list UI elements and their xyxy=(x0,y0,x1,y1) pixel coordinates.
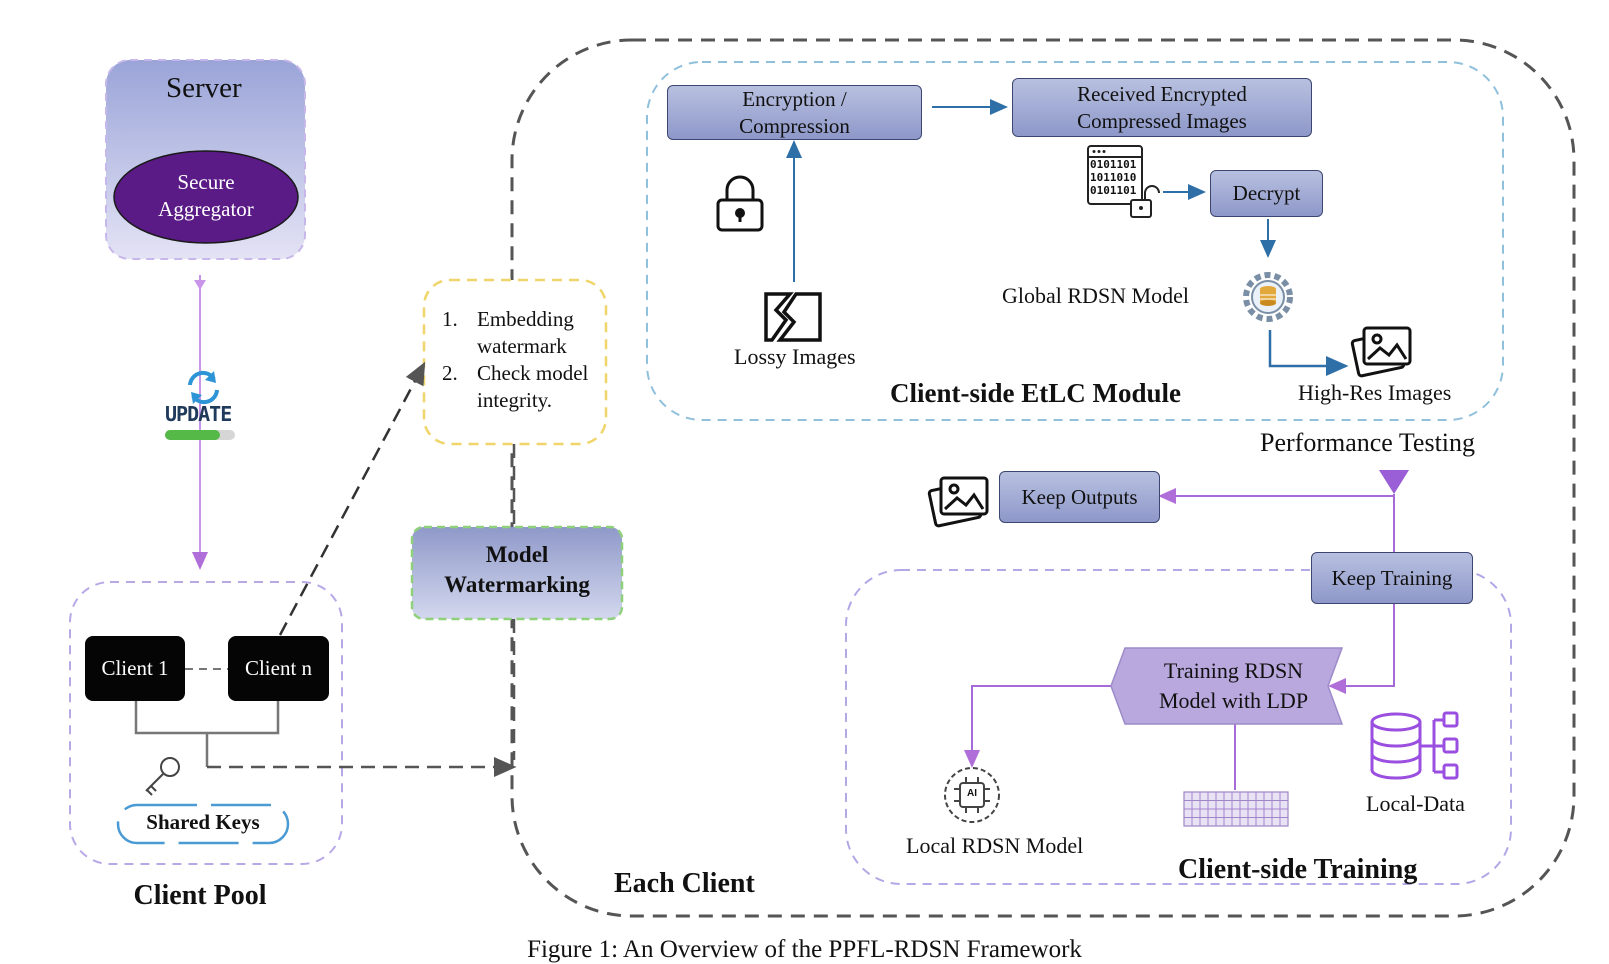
training-rdsn-line-1: Training RDSN xyxy=(1163,658,1304,683)
ldp-grid-lines xyxy=(1184,792,1288,826)
each-client-region xyxy=(510,38,1576,918)
client-training-title: Client-side Training xyxy=(1178,854,1418,885)
client-pool-region xyxy=(69,581,343,865)
performance-testing-marker xyxy=(1379,470,1409,494)
client-n-box: Client n xyxy=(228,636,329,701)
decrypt-box: Decrypt xyxy=(1210,170,1323,217)
encrypted-file-icon xyxy=(1087,145,1160,218)
update-icon xyxy=(165,370,235,440)
server-title: Server xyxy=(166,72,242,104)
keep-training-to-training xyxy=(1328,604,1395,694)
training-region xyxy=(845,569,1512,885)
shared-keys-label: Shared Keys xyxy=(146,810,260,834)
model-watermarking-line-2: Watermarking xyxy=(444,572,590,597)
client-pool-title: Client Pool xyxy=(133,880,267,911)
training-rdsn-line-2: Model with LDP xyxy=(1158,688,1309,713)
secure-aggregator-ellipse xyxy=(113,150,299,244)
global-model-gear-icon xyxy=(1243,272,1293,322)
note-item-2-number: 2. xyxy=(442,361,458,385)
lossy-images-label: Lossy Images xyxy=(734,344,856,369)
encryption-line-2: Compression xyxy=(739,113,850,138)
etlc-region xyxy=(646,61,1504,421)
received-line-2: Compressed Images xyxy=(1077,108,1247,133)
lossy-image-icon xyxy=(764,292,822,342)
binary-line-3: 0101101 xyxy=(1090,184,1137,197)
high-res-images-label: High-Res Images xyxy=(1298,380,1452,405)
keep-training-box: Keep Training xyxy=(1311,552,1473,604)
local-data-label: Local-Data xyxy=(1366,791,1465,816)
model-watermarking-box xyxy=(410,525,624,621)
encryption-line-1: Encryption / xyxy=(742,86,847,111)
binary-line-1: 0101101 xyxy=(1090,158,1137,171)
client-1-box: Client 1 xyxy=(85,636,185,701)
keep-outputs-box: Keep Outputs xyxy=(999,471,1160,523)
key-icon xyxy=(145,757,180,796)
server-link-arrowhead xyxy=(194,280,206,290)
high-res-image-icon xyxy=(1350,326,1412,378)
global-model-label: Global RDSN Model xyxy=(1002,283,1189,308)
aggregator-line-1: Secure xyxy=(177,170,235,194)
update-label: UPDATE xyxy=(165,402,232,426)
received-line-1: Received Encrypted xyxy=(1077,81,1247,106)
binary-line-2: 1011010 xyxy=(1090,171,1137,184)
lock-icon xyxy=(716,175,764,232)
local-model-brain-icon xyxy=(944,767,1000,823)
training-rdsn-shape xyxy=(1110,647,1344,725)
encryption-compression-box: Encryption / Compression xyxy=(667,85,922,140)
received-images-box: Received Encrypted Compressed Images xyxy=(1012,78,1312,137)
each-client-title: Each Client xyxy=(614,868,755,899)
model-watermarking-line-1: Model xyxy=(485,542,549,567)
keep-outputs-image-icon xyxy=(927,476,989,528)
model-to-highres-arrow xyxy=(1268,330,1349,376)
local-data-icon xyxy=(1370,711,1459,780)
local-model-label: Local RDSN Model xyxy=(906,833,1084,858)
ai-chip-label: AI xyxy=(967,788,977,799)
note-item-2-line-2: integrity. xyxy=(477,388,553,412)
client-to-watermark-link xyxy=(278,361,426,636)
training-to-local-model xyxy=(964,685,1115,768)
note-item-2-line-1: Check model xyxy=(477,361,589,385)
figure-caption: Figure 1: An Overview of the PPFL-RDSN F… xyxy=(527,936,1082,963)
note-item-1-line-2: watermark xyxy=(477,334,567,358)
client-bracket xyxy=(134,700,280,735)
note-item-1-line-1: Embedding xyxy=(477,307,574,331)
performance-testing-label: Performance Testing xyxy=(1260,428,1476,457)
shared-keys-capsule xyxy=(116,803,290,845)
aggregator-line-2: Aggregator xyxy=(158,197,254,221)
note-item-1-number: 1. xyxy=(442,307,458,331)
etlc-module-title: Client-side EtLC Module xyxy=(890,378,1182,408)
